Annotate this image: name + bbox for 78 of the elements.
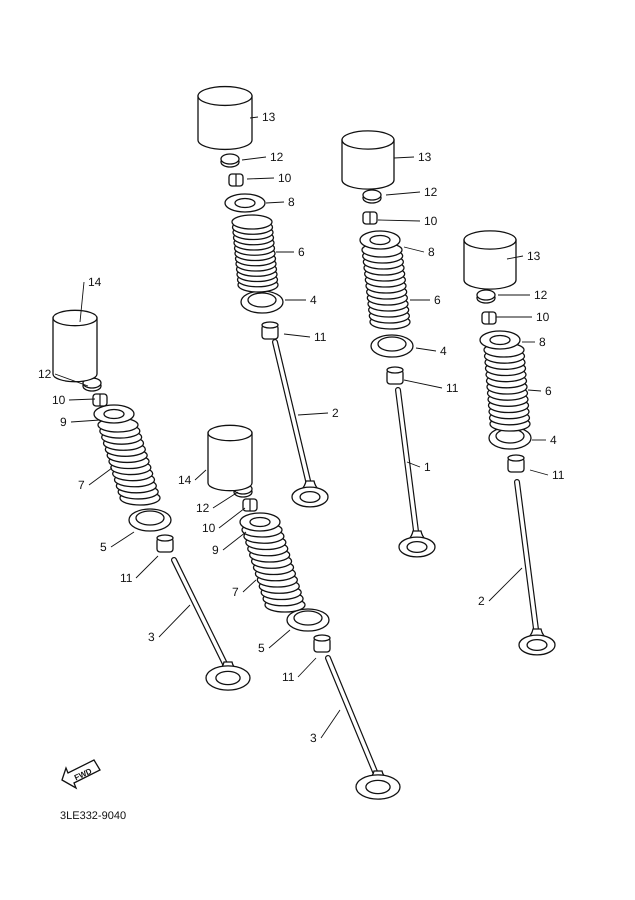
leader-line <box>194 470 206 480</box>
callout-number: 14 <box>88 275 102 289</box>
leader-line <box>298 658 316 678</box>
leader-line <box>70 420 100 422</box>
callout-number: 11 <box>120 571 132 585</box>
callout-number: 7 <box>232 585 239 599</box>
direction-label: FWD <box>72 766 94 784</box>
leader-line <box>212 492 238 508</box>
valve-assembly-drawing <box>341 130 436 558</box>
callout-number: 6 <box>545 384 552 398</box>
leader-line <box>68 398 96 400</box>
callout-number: 11 <box>314 330 326 344</box>
callout-number: 12 <box>424 185 438 199</box>
callout-number: 12 <box>196 501 210 515</box>
leader-line <box>218 508 246 528</box>
leader-line <box>378 220 420 222</box>
leader-line <box>158 604 190 638</box>
callout-number: 6 <box>298 245 305 259</box>
callout-number: 8 <box>539 335 546 349</box>
leader-line <box>284 334 310 338</box>
leader-line <box>250 116 258 118</box>
callout-number: 3 <box>148 630 155 644</box>
leader-line <box>268 630 290 648</box>
leader-line <box>298 412 328 416</box>
callout-number: 4 <box>310 293 317 307</box>
leader-line <box>88 468 112 486</box>
leader-line <box>242 156 266 160</box>
callout-number: 14 <box>178 473 192 487</box>
callout-number: 10 <box>536 310 550 324</box>
callout-number: 11 <box>552 468 564 482</box>
callout-number: 12 <box>38 367 52 381</box>
callout-number: 13 <box>262 110 276 124</box>
leader-line <box>404 380 442 388</box>
leader-line <box>136 556 158 578</box>
callout-number: 9 <box>212 543 219 557</box>
leader-line <box>528 390 542 392</box>
callout-number: 13 <box>418 150 432 164</box>
callout-number: 12 <box>270 150 284 164</box>
leader-line <box>506 256 524 260</box>
callout-number: 2 <box>332 406 339 420</box>
callout-number: 11 <box>446 381 458 395</box>
callout-number: 7 <box>78 478 85 492</box>
callout-number: 5 <box>258 641 265 655</box>
leader-line <box>386 192 420 196</box>
callout-number: 4 <box>440 344 447 358</box>
leader-line <box>246 178 274 180</box>
callout-number: 8 <box>288 195 295 209</box>
callout-number: 10 <box>278 171 292 185</box>
leader-line <box>498 294 530 296</box>
leader-line <box>406 462 420 468</box>
leader-line <box>54 374 88 386</box>
callout-number: 2 <box>478 594 485 608</box>
leader-line <box>222 532 246 550</box>
leader-line <box>110 532 134 548</box>
callout-number: 4 <box>550 433 557 447</box>
callout-number: 9 <box>60 415 67 429</box>
leader-line <box>488 568 522 602</box>
leader-line <box>394 156 414 158</box>
leader-line <box>496 316 532 318</box>
leader-line <box>80 282 84 322</box>
callout-number: 11 <box>282 670 294 684</box>
callout-number: 5 <box>100 540 107 554</box>
callout-number: 3 <box>310 731 317 745</box>
callout-number: 10 <box>52 393 66 407</box>
leader-line <box>404 246 424 252</box>
leader-line <box>416 348 436 352</box>
callout-number: 12 <box>534 288 548 302</box>
part-number: 3LE332-9040 <box>60 810 126 823</box>
callout-number: 10 <box>202 521 216 535</box>
callout-number: 6 <box>434 293 441 307</box>
leader-line <box>266 202 284 204</box>
leader-line <box>242 580 256 592</box>
callout-number: 1 <box>424 460 431 474</box>
leader-line <box>530 470 548 476</box>
callout-number: 13 <box>527 249 540 263</box>
callout-number: 10 <box>424 214 438 228</box>
callout-number: 8 <box>428 245 435 259</box>
leader-line <box>320 710 340 738</box>
